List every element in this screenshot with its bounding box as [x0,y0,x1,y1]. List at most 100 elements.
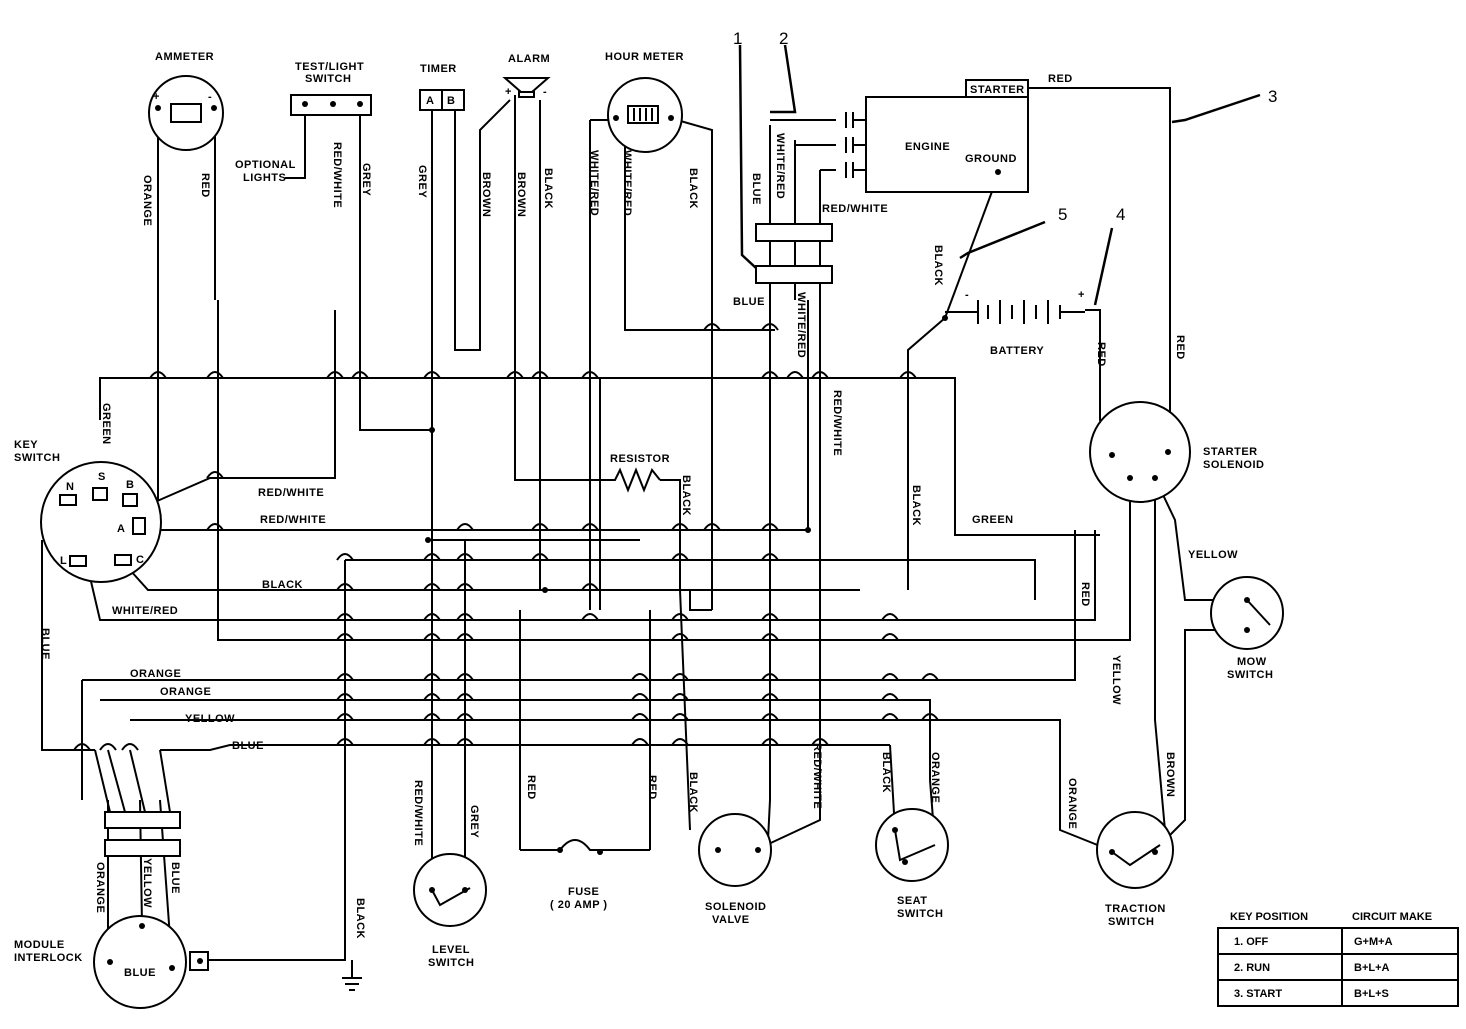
module-interlock: BLUE MODULE INTERLOCK [14,749,209,1009]
table-header-key-position: KEY POSITION [1230,911,1308,923]
fuse: FUSE ( 20 AMP ) [520,839,650,911]
resistor: RESISTOR [595,453,670,493]
wire-label: BROWN [480,172,492,217]
level-switch-label-1: LEVEL [432,944,470,956]
wire-label: BLUE [232,740,264,752]
table-cell-position: 1. OFF [1234,936,1269,948]
wire-label: RED/WHITE [412,780,424,846]
seat-switch-label-2: SWITCH [897,908,943,920]
solenoid-valve-label-2: VALVE [712,914,750,926]
bus-wires [41,300,1131,961]
wire-label: BLUE [750,173,762,205]
wire-label: ORANGE [1066,778,1078,829]
wire-label: GREY [416,165,428,198]
wire-label: YELLOW [141,858,153,908]
wire-label: BLACK [880,752,892,793]
wire-label: BLACK [932,245,944,286]
wire-label: RED [525,775,537,800]
wire-label: RED/WHITE [260,514,326,526]
wire-label: RED/WHITE [811,743,823,809]
table-cell-circuit: G+M+A [1354,936,1393,948]
key-switch: N S B A L C KEY SWITCH [14,439,162,583]
wire-label: GREY [468,805,480,838]
starter-solenoid-label-1: STARTER [1203,446,1258,458]
optional-lights-label-1: OPTIONAL [235,159,296,171]
callout-5: 5 [1058,205,1067,224]
wire-label: YELLOW [185,713,235,725]
table-cell-circuit: B+L+A [1354,962,1390,974]
wire-label: BLACK [687,772,699,813]
fuse-label-2: ( 20 AMP ) [550,899,608,911]
wire-label: ORANGE [141,175,153,226]
wire-labels: ORANGE RED RED/WHITE GREY GREY BROWN BRO… [39,73,1238,939]
key-position-table: KEY POSITION CIRCUIT MAKE 1. OFF G+M+A 2… [1217,911,1459,1007]
wire-label: YELLOW [1110,655,1122,705]
key-terminal-s: S [98,471,106,483]
harness-connectors [755,223,833,284]
fuse-label-1: FUSE [568,886,599,898]
wire-label: ORANGE [94,862,106,913]
wire-label: BLUE [733,296,765,308]
wire-label: WHITE/RED [795,292,807,358]
alarm-plus: + [505,86,512,98]
table-cell-circuit: B+L+S [1354,988,1389,1000]
traction-switch-label-1: TRACTION [1105,903,1166,915]
alarm-minus: - [543,86,547,98]
wire-label: WHITE/RED [112,605,178,617]
callouts: 1 2 3 4 5 [733,29,1277,306]
key-terminal-l: L [60,555,67,567]
wire-label: ORANGE [929,752,941,803]
engine: STARTER ENGINE GROUND [770,79,1029,193]
alarm: ALARM + - [502,53,551,98]
engine-label: ENGINE [905,141,950,153]
drops [107,87,1245,966]
callout-3: 3 [1268,87,1277,106]
module-blue-label: BLUE [124,967,156,979]
hour-meter-label: HOUR METER [605,51,684,63]
wire-label: BLACK [680,475,692,516]
wire-label: ORANGE [130,668,181,680]
module-interlock-label-1: MODULE [14,939,65,951]
wire-label: BLACK [354,898,366,939]
mow-switch: MOW SWITCH [1210,576,1284,681]
mow-switch-label-2: SWITCH [1227,669,1273,681]
wire-label: ORANGE [160,686,211,698]
crossover-hops [73,323,939,751]
starter-label: STARTER [970,84,1025,96]
wire-label: RED/WHITE [331,142,343,208]
mow-switch-label-1: MOW [1237,656,1267,668]
seat-switch-label-1: SEAT [897,895,928,907]
key-terminal-a: A [117,523,125,535]
callout-4: 4 [1116,205,1125,224]
traction-switch-label-2: SWITCH [1108,916,1154,928]
key-terminal-b: B [126,479,134,491]
wire-label: BLUE [169,862,181,894]
wire-label: RED/WHITE [258,487,324,499]
solenoid-valve: SOLENOID VALVE [698,813,772,926]
traction-switch: TRACTION SWITCH [1096,811,1174,928]
battery: BATTERY - + [945,289,1085,357]
battery-plus: + [1078,289,1085,301]
key-switch-label-1: KEY [14,439,38,451]
ammeter-minus: - [208,91,212,103]
wire-label: WHITE/RED [621,150,633,216]
timer-label: TIMER [420,63,457,75]
ammeter-plus: + [153,91,160,103]
callout-1: 1 [733,29,742,48]
seat-switch: SEAT SWITCH [875,808,949,920]
wire-label: YELLOW [1188,549,1238,561]
timer: TIMER A B [419,63,465,111]
timer-terminal-a: A [426,95,434,107]
ammeter: AMMETER + - [148,51,224,151]
test-light-switch: TEST/LIGHT SWITCH OPTIONAL LIGHTS [235,61,372,184]
table-cell-position: 3. START [1234,988,1282,1000]
key-terminal-n: N [66,481,74,493]
wire-label: BLUE [39,628,51,660]
wire-label: RED/WHITE [831,390,843,456]
wire-label: BLACK [262,579,303,591]
junction-dots [425,315,948,593]
callout-2: 2 [779,29,788,48]
resistor-label: RESISTOR [610,453,670,465]
alarm-label: ALARM [508,53,550,65]
